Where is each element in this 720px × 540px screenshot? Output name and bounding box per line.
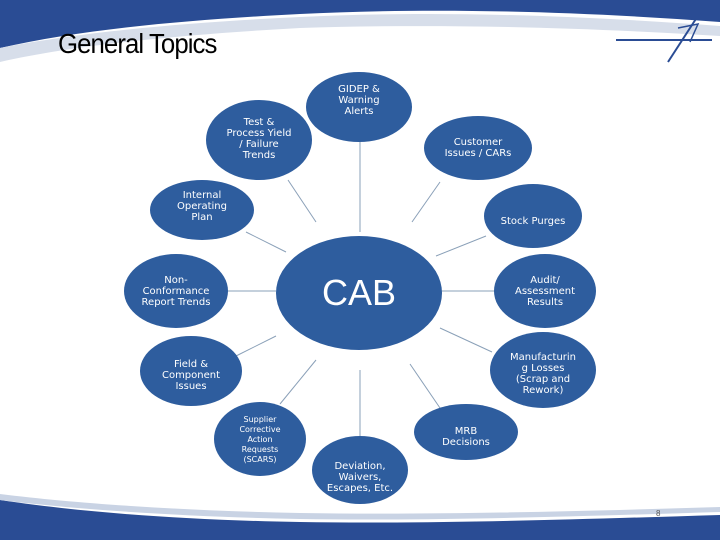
top-wave-highlight [0,14,720,62]
node-label: Deviation, Waivers, Escapes, Etc. [326,460,394,494]
node-test-process-yield: Test & Process Yield / Failure Trends [206,100,312,180]
node-label: Test & Process Yield / Failure Trends [226,117,292,161]
node-manufacturing-losses: Manufacturin g Losses (Scrap and Rework) [490,332,596,408]
cab-center-node: CAB [276,236,442,350]
page-title: General Topics [58,28,217,59]
connector-internal [245,231,287,253]
node-label: Manufacturin g Losses (Scrap and Rework) [509,352,577,396]
node-label: Supplier Corrective Action Requests (SCA… [239,415,281,464]
node-field-component-issues: Field & Component Issues [140,336,242,406]
node-label: Internal Operating Plan [177,189,227,223]
page-number: 8 [656,509,661,518]
node-label: Non- Conformance Report Trends [141,274,211,308]
connector-field [235,335,277,357]
connector-customer [411,181,441,223]
node-label: GIDEP & Warning Alerts [338,83,380,117]
node-label: Audit/ Assessment Results [515,274,575,308]
node-internal-operating-plan: Internal Operating Plan [150,180,254,240]
node-deviation-waivers: Deviation, Waivers, Escapes, Etc. [312,436,408,504]
node-non-conformance-trends: Non- Conformance Report Trends [124,254,228,328]
connector-mrb [409,363,441,409]
node-label: Field & Component Issues [161,358,221,392]
node-label: Customer Issues / CARs [444,137,512,159]
node-label: Stock Purges [500,215,566,227]
connector-test [287,179,317,223]
node-mrb-decisions: MRB Decisions [414,404,518,460]
delta-arrow-logo [616,7,712,63]
connector-stock [435,235,487,257]
node-customer-issues: Customer Issues / CARs [424,116,532,180]
connector-manuf [439,327,493,353]
bottom-wave-highlight [0,494,720,520]
node-gidep-warning-alerts: GIDEP & Warning Alerts [306,72,412,142]
node-audit-assessment: Audit/ Assessment Results [494,254,596,328]
node-label: MRB Decisions [442,426,490,448]
connector-scar [279,359,317,405]
node-supplier-corrective-action: Supplier Corrective Action Requests (SCA… [214,402,306,476]
top-wave-band [0,0,720,48]
bottom-wave-band [0,500,720,540]
cab-label: CAB [321,272,397,313]
node-stock-purges: Stock Purges [484,184,582,248]
